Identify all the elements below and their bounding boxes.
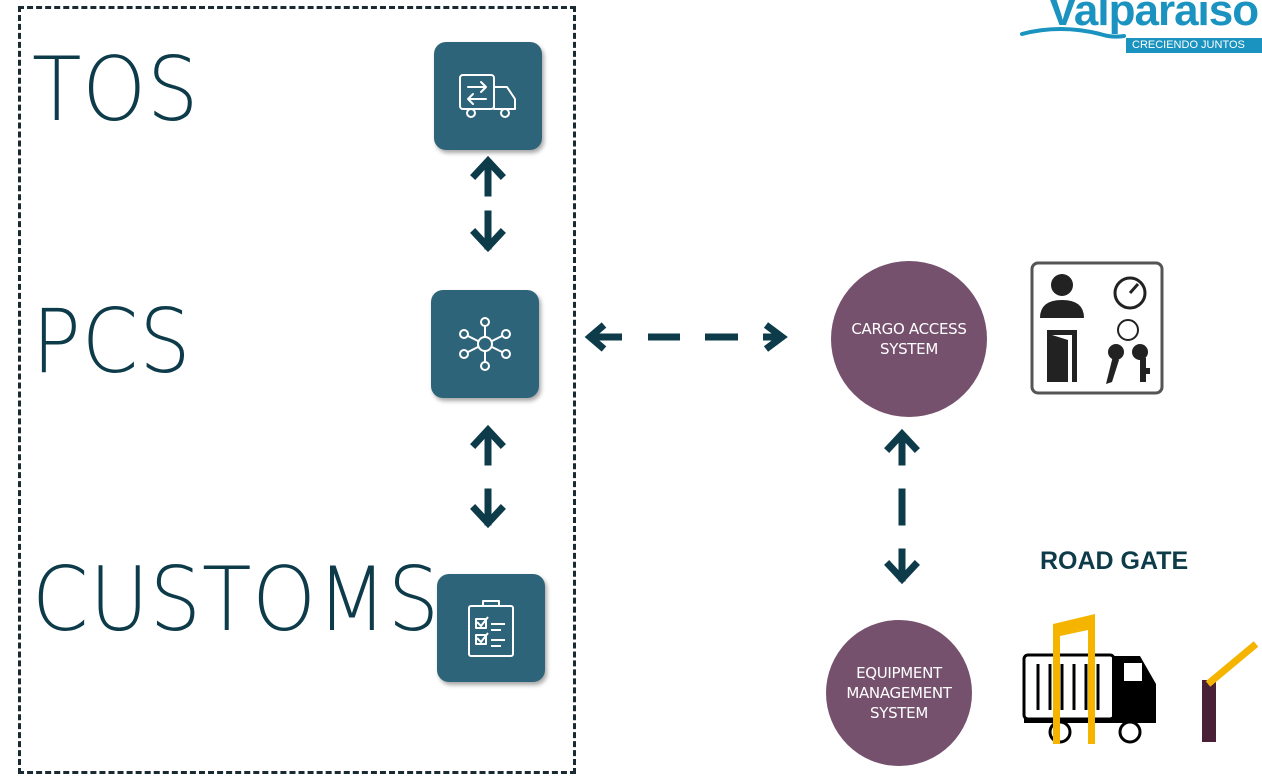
equipment-management-system-node: EQUIPMENT MANAGEMENT SYSTEM xyxy=(826,620,972,766)
equipment-management-system-label: EQUIPMENT MANAGEMENT SYSTEM xyxy=(846,664,952,722)
pcs-cargo-dashed-arrow xyxy=(584,322,788,352)
truck-gate-icon xyxy=(1022,614,1259,744)
cargo-access-system-node: CARGO ACCESS SYSTEM xyxy=(831,261,987,417)
pcs-label: PCS xyxy=(32,290,192,393)
cargo-equipment-arrows xyxy=(884,428,920,585)
clipboard-checklist-icon xyxy=(468,600,514,657)
valparaiso-logo-tagline: CRECIENDO JUNTOS xyxy=(1126,38,1262,53)
pcs-tile xyxy=(431,290,539,398)
network-hub-icon xyxy=(459,317,511,371)
cargo-access-system-label: CARGO ACCESS SYSTEM xyxy=(851,320,967,358)
customs-tile xyxy=(437,574,545,682)
system-group-frame xyxy=(18,6,576,774)
customs-label: CUSTOMS xyxy=(32,548,441,651)
tos-tile xyxy=(434,42,542,150)
tos-pcs-arrows xyxy=(470,155,506,253)
pcs-customs-arrows xyxy=(470,424,506,529)
truck-transfer-icon xyxy=(459,74,516,118)
road-gate-title: ROAD GATE xyxy=(1040,547,1189,575)
tos-label: TOS xyxy=(32,38,200,141)
logo-wave-icon xyxy=(1020,27,1126,39)
access-control-icon xyxy=(1030,261,1164,395)
